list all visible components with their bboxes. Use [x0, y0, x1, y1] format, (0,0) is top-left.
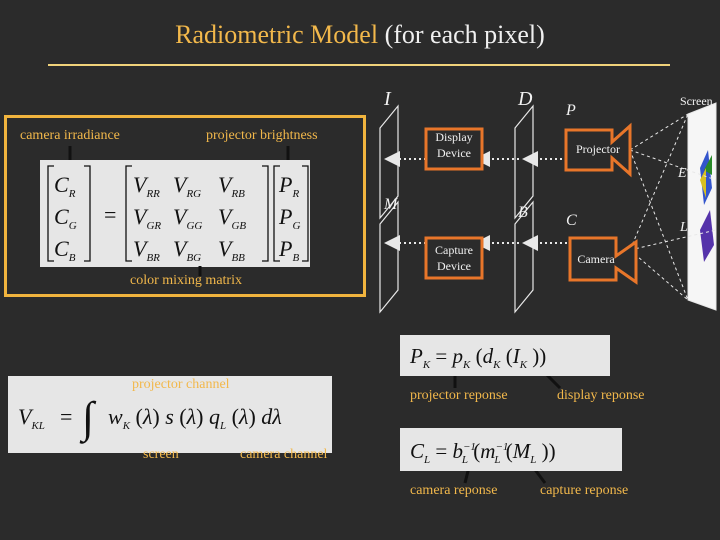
display-reponse-label: display reponse: [557, 388, 645, 403]
projector-brightness-label: projector brightness: [206, 128, 318, 143]
projector-reponse-label: projector reponse: [410, 388, 508, 403]
equals-sign: =: [104, 202, 116, 227]
matrix-equation-svg: CR CG CB = VRR VRG VRB VGR VGG VGB VBR V…: [47, 165, 309, 264]
var-e: E: [678, 166, 687, 181]
var-l: L: [680, 220, 688, 235]
svg-text:wK (λ) s (λ) qL (λ) dλ: wK (λ) s (λ) qL (λ) dλ: [108, 404, 282, 432]
var-b: B: [518, 204, 528, 221]
title-suffix: (for each pixel): [384, 20, 545, 49]
screen-plane: [687, 102, 717, 311]
display-device-label: Display Device: [435, 130, 473, 160]
title-underline: [48, 64, 670, 66]
matrix-panel: [4, 115, 366, 297]
camera-irradiance-label: camera irradiance: [20, 128, 120, 143]
svg-text:=: =: [60, 404, 72, 429]
display-device-box: [424, 127, 484, 171]
screen-label: screen: [143, 447, 179, 462]
slide-title: Radiometric Model (for each pixel): [0, 20, 720, 50]
integral-equation: VKL = ∫ wK (λ) s (λ) qL (λ) dλ: [8, 376, 332, 453]
plane-M: [379, 200, 399, 314]
screen-title: Screen: [680, 94, 713, 108]
var-c: C: [566, 212, 577, 229]
projector-label: Projector: [576, 142, 620, 156]
matrix-equation: CR CG CB = VRR VRG VRB VGR VGG VGB VBR V…: [40, 160, 310, 267]
plane-D: [514, 104, 534, 220]
camera-shape: [568, 236, 638, 285]
projector-shape: [564, 122, 632, 178]
var-m: M: [384, 196, 398, 213]
var-i: I: [384, 88, 391, 110]
camera-reponse-label: camera reponse: [410, 483, 498, 498]
capture-device-label: Capture Device: [435, 243, 473, 273]
projector-equation: PK = pK (dK (IK )): [400, 335, 610, 376]
var-p: P: [566, 102, 576, 119]
svg-text:CL = b−1L (m−1L (ML )): CL = b−1L (m−1L (ML )): [410, 439, 556, 466]
capture-device-box: [424, 236, 484, 280]
color-mixing-matrix-label: color mixing matrix: [130, 273, 242, 288]
capture-reponse-label: capture reponse: [540, 483, 629, 498]
projector-channel-label: projector channel: [132, 377, 230, 392]
camera-channel-label: camera channel: [240, 447, 328, 462]
var-d: D: [518, 88, 533, 110]
plane-I: [379, 104, 399, 220]
camera-label: Camera: [577, 252, 615, 266]
title-main: Radiometric Model: [175, 20, 379, 49]
plane-B: [514, 200, 534, 314]
svg-text:∫: ∫: [79, 393, 97, 444]
